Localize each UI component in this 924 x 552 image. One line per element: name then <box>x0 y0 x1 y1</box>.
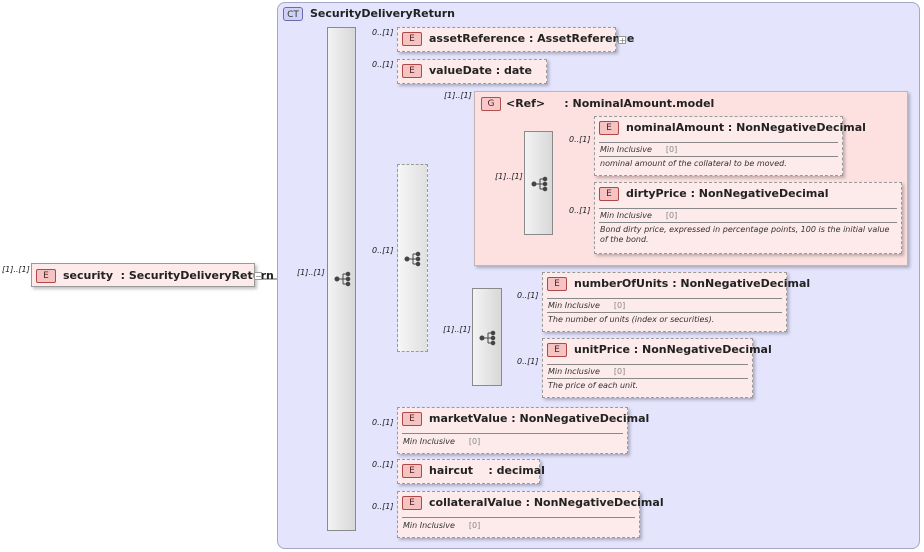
root-cardinality: [1]..[1] <box>2 265 30 274</box>
element-nominalAmount[interactable]: E nominalAmount : NonNegativeDecimal Min… <box>594 116 866 176</box>
facet-row: Min Inclusive [0] <box>548 367 625 376</box>
group-cardinality: [1]..[1] <box>444 91 472 100</box>
sequence-icon <box>479 330 496 346</box>
nominalAmount-cardinality: 0..[1] <box>569 135 591 144</box>
element-badge: E <box>402 64 422 78</box>
unitPrice-cardinality: 0..[1] <box>517 357 539 366</box>
choice-compositor[interactable] <box>397 164 428 352</box>
divider <box>599 208 897 209</box>
sequence-icon <box>531 176 548 192</box>
element-label: unitPrice : NonNegativeDecimal <box>574 343 772 356</box>
element-assetReference[interactable]: E assetReference : AssetReference <box>397 27 634 52</box>
element-badge: E <box>36 269 56 283</box>
sequence-icon <box>334 271 351 287</box>
facet-row: Min Inclusive [0] <box>600 145 677 154</box>
facet-row: Min Inclusive [0] <box>403 521 480 530</box>
facet-label: Min Inclusive <box>403 521 455 530</box>
marketValue-cardinality: 0..[1] <box>372 418 394 427</box>
element-unitPrice[interactable]: E unitPrice : NonNegativeDecimal Min Inc… <box>542 338 772 398</box>
divider <box>599 222 897 223</box>
collateralValue-cardinality: 0..[1] <box>372 502 394 511</box>
divider <box>547 298 782 299</box>
divider <box>547 364 748 365</box>
facet-label: Min Inclusive <box>548 301 600 310</box>
element-badge: E <box>402 464 422 478</box>
facet-value: [0] <box>468 521 481 530</box>
complex-type-badge: CT <box>283 7 303 21</box>
element-marketValue[interactable]: E marketValue : NonNegativeDecimal Min I… <box>397 407 649 454</box>
facet-value: [0] <box>613 301 626 310</box>
documentation: The price of each unit. <box>548 381 639 390</box>
group-sequence-compositor[interactable] <box>524 131 553 235</box>
facet-value: [0] <box>468 437 481 446</box>
facet-value: [0] <box>613 367 626 376</box>
element-label: nominalAmount : NonNegativeDecimal <box>626 121 866 134</box>
element-label: numberOfUnits : NonNegativeDecimal <box>574 277 811 290</box>
facet-label: Min Inclusive <box>403 437 455 446</box>
element-dirtyPrice[interactable]: E dirtyPrice : NonNegativeDecimal Min In… <box>594 182 902 254</box>
group-sequence-cardinality: [1]..[1] <box>495 172 523 181</box>
choice-cardinality: 0..[1] <box>372 246 394 255</box>
element-badge: E <box>402 496 422 510</box>
element-badge: E <box>547 343 567 357</box>
element-label: valueDate : date <box>429 64 533 77</box>
divider <box>599 142 838 143</box>
element-badge: E <box>402 412 422 426</box>
facet-row: Min Inclusive [0] <box>403 437 480 446</box>
documentation: The number of units (index or securities… <box>548 315 715 324</box>
element-collateralValue[interactable]: E collateralValue : NonNegativeDecimal M… <box>397 491 664 538</box>
element-security[interactable]: E security : SecurityDeliveryReturn <box>31 263 274 287</box>
divider <box>402 517 635 518</box>
facet-value: [0] <box>665 145 678 154</box>
element-badge: E <box>599 121 619 135</box>
sequence-cardinality: [1]..[1] <box>297 268 325 277</box>
main-sequence-compositor[interactable] <box>327 27 356 531</box>
element-label: marketValue : NonNegativeDecimal <box>429 412 650 425</box>
documentation: nominal amount of the collateral to be m… <box>600 159 787 168</box>
complex-type-title: SecurityDeliveryReturn <box>310 7 455 20</box>
element-label: assetReference : AssetReference <box>429 32 635 45</box>
element-badge: E <box>402 32 422 46</box>
dirtyPrice-cardinality: 0..[1] <box>569 206 591 215</box>
units-sequence-cardinality: [1]..[1] <box>443 325 471 334</box>
facet-label: Min Inclusive <box>600 211 652 220</box>
element-haircut[interactable]: E haircut : decimal <box>397 459 545 484</box>
group-label: <Ref> : NominalAmount.model <box>506 97 715 110</box>
assetReference-cardinality: 0..[1] <box>372 28 394 37</box>
divider <box>547 312 782 313</box>
divider <box>599 156 838 157</box>
expand-toggle[interactable]: + <box>618 36 626 45</box>
facet-label: Min Inclusive <box>600 145 652 154</box>
element-label: collateralValue : NonNegativeDecimal <box>429 496 664 509</box>
facet-row: Min Inclusive [0] <box>548 301 625 310</box>
collapse-toggle[interactable]: − <box>254 272 262 281</box>
haircut-cardinality: 0..[1] <box>372 460 394 469</box>
facet-label: Min Inclusive <box>548 367 600 376</box>
valueDate-cardinality: 0..[1] <box>372 60 394 69</box>
facet-row: Min Inclusive [0] <box>600 211 677 220</box>
documentation: Bond dirty price, expressed in percentag… <box>600 225 890 244</box>
numberOfUnits-cardinality: 0..[1] <box>517 291 539 300</box>
element-label: haircut : decimal <box>429 464 545 477</box>
divider <box>547 378 748 379</box>
sequence-icon <box>404 251 421 267</box>
element-label: dirtyPrice : NonNegativeDecimal <box>626 187 829 200</box>
element-label: security : SecurityDeliveryReturn <box>63 269 274 282</box>
element-valueDate[interactable]: E valueDate : date <box>397 59 547 84</box>
element-badge: E <box>599 187 619 201</box>
element-numberOfUnits[interactable]: E numberOfUnits : NonNegativeDecimal Min… <box>542 272 810 332</box>
group-badge: G <box>481 97 501 111</box>
element-badge: E <box>547 277 567 291</box>
units-sequence-compositor[interactable] <box>472 288 502 386</box>
facet-value: [0] <box>665 211 678 220</box>
divider <box>402 433 623 434</box>
